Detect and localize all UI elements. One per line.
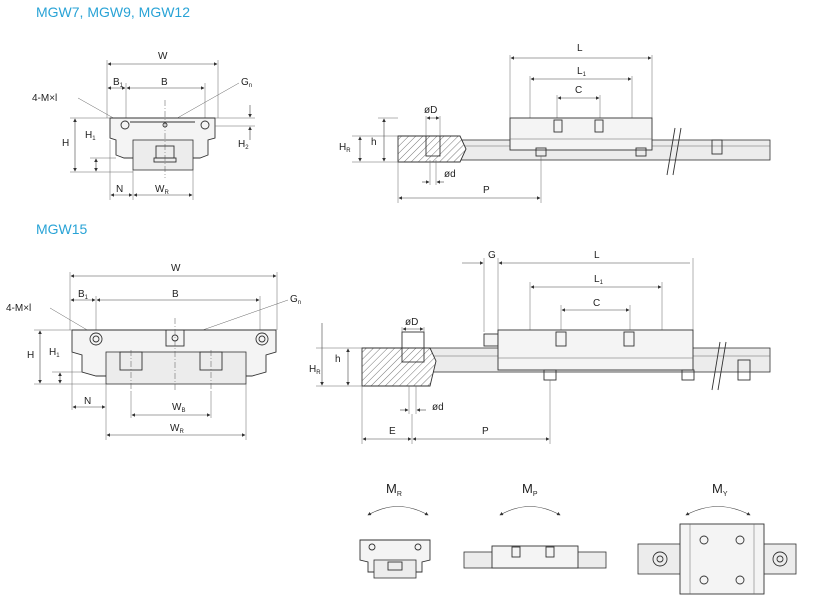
section-title-small: MGW7, MGW9, MGW12 [36,4,190,20]
label-l1-large: L1 [594,274,604,286]
label-e-large: E [389,426,396,437]
label-b-large: B [172,289,179,300]
label-hr-large: HR [309,364,321,376]
label-l-large: L [594,250,600,261]
label-b1-small: B1 [113,77,124,89]
small-front-view: W B1 B Gn 4-M×l H H1 [32,51,255,200]
large-side-view: G L L1 C øD [309,250,771,444]
label-wb-large: WB [172,402,185,414]
label-b-small: B [161,77,168,88]
label-wr-small: WR [155,184,169,196]
label-h1-small: H1 [85,130,96,142]
label-p-small: P [483,185,490,196]
moment-my-diagram: MY [637,481,797,595]
label-h2-small: H2 [238,139,249,151]
label-p-large: P [482,426,489,437]
moment-mr-diagram: MR [359,481,431,579]
label-h-lower-large: h [335,354,341,365]
label-d-large: ød [432,402,444,413]
label-hr-small: HR [339,142,351,154]
label-b1-large: B1 [78,289,89,301]
label-gn-small: Gn [241,77,252,89]
label-l1-small: L1 [577,66,587,78]
label-h-large: H [27,350,34,361]
label-g-large: G [488,250,496,261]
label-c-large: C [593,298,600,309]
label-od-small: øD [424,105,437,116]
large-front-view: W B1 B Gn 4-M×l H H1 [6,263,301,440]
label-od-large: øD [405,317,418,328]
label-my: MY [712,481,728,498]
section-title-large: MGW15 [36,221,88,237]
label-d-small: ød [444,169,456,180]
label-n-large: N [84,396,91,407]
label-w-small: W [158,51,168,62]
label-gn-large: Gn [290,294,301,306]
moment-mp-diagram: MP [463,481,607,569]
label-n-small: N [116,184,123,195]
label-mp: MP [522,481,538,498]
label-c-small: C [575,85,582,96]
label-mr: MR [386,481,402,498]
label-h1-large: H1 [49,347,60,359]
label-mxl-large: 4-M×l [6,303,31,314]
label-wr-large: WR [170,423,184,435]
label-mxl-small: 4-M×l [32,93,57,104]
label-h-small: H [62,138,69,149]
label-l-small: L [577,43,583,54]
label-w-large: W [171,263,181,274]
small-side-view: L L1 C øD ød [339,43,771,203]
label-h-lower-small: h [371,137,377,148]
